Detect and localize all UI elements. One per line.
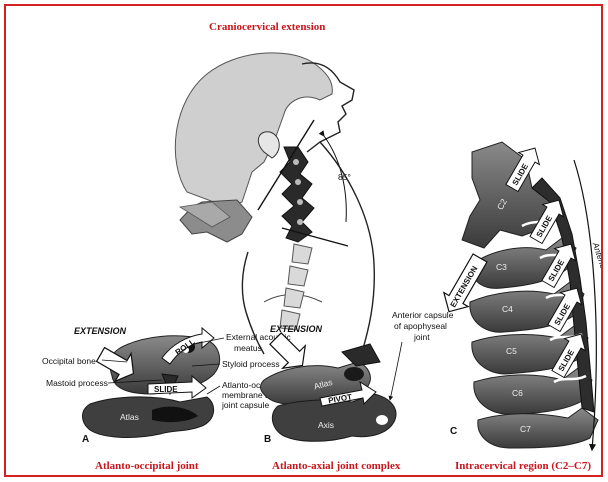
c4-label: C4 — [502, 304, 513, 314]
styloid-label: Styloid process — [222, 359, 280, 369]
vertebra-c7 — [478, 408, 598, 448]
extension-label-b: EXTENSION — [270, 324, 323, 334]
head-illustration: 85° — [175, 53, 374, 354]
anatomy-illustration: 85° ROLL SLIDE EXTENSION Occipital bone … — [4, 4, 603, 477]
panel-b: PIVOT EXTENSION Atlas Axis Anterior caps… — [261, 310, 454, 445]
anterior-capsule-label-3: joint — [413, 332, 430, 342]
cervical-spine-head — [280, 147, 314, 242]
vertebra-c6 — [474, 368, 592, 414]
c5-label: C5 — [506, 346, 517, 356]
occipital-bone-label: Occipital bone — [42, 356, 96, 366]
panel-a: ROLL SLIDE EXTENSION Occipital bone Mast… — [42, 326, 291, 445]
c7-label: C7 — [520, 424, 531, 434]
panel-letter-a: A — [82, 434, 89, 445]
mastoid-process-label: Mastoid process — [46, 378, 108, 388]
external-acoustic-label-2: meatus — [234, 343, 262, 353]
angle-label: 85° — [338, 172, 351, 182]
panel-letter-b: B — [264, 434, 271, 445]
axis-label-b: Axis — [318, 420, 334, 430]
slide-label-a: SLIDE — [154, 385, 178, 394]
extension-label-a: EXTENSION — [74, 326, 127, 336]
ao-membrane-label-3: joint capsule — [221, 400, 270, 410]
figure-frame: Craniocervical extension Atlanto-occipit… — [4, 4, 603, 477]
atlas-label-a: Atlas — [120, 412, 139, 422]
anterior-capsule-label-2: of apophyseal — [394, 321, 447, 331]
c3-label: C3 — [496, 262, 507, 272]
anterior-capsule-label-1: Anterior capsule — [392, 310, 454, 320]
panel-letter-c: C — [450, 426, 457, 437]
panel-c: SLIDE SLIDE SLIDE SLIDE SLIDE — [437, 142, 603, 450]
lower-spine — [280, 244, 312, 330]
c6-label: C6 — [512, 388, 523, 398]
